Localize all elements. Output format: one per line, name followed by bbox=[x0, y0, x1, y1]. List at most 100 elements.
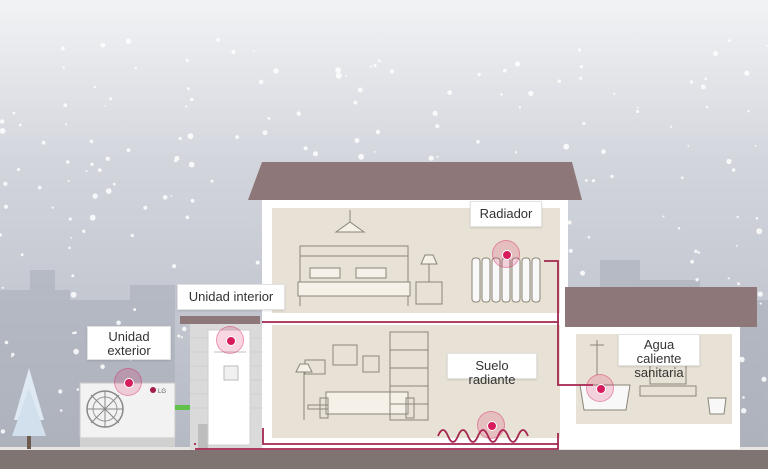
snowflake bbox=[258, 79, 264, 85]
snowflake bbox=[577, 48, 582, 52]
snowflake bbox=[514, 61, 521, 67]
outdoor-unit-label[interactable]: Unidad exterior bbox=[87, 326, 171, 360]
snowflake bbox=[610, 174, 614, 179]
snowflake bbox=[373, 64, 377, 68]
snowflake bbox=[389, 69, 395, 74]
snowflake bbox=[3, 181, 8, 186]
snowflake bbox=[51, 206, 54, 209]
snowflake bbox=[105, 156, 110, 161]
snowflake bbox=[70, 237, 72, 239]
snowflake bbox=[563, 143, 570, 150]
snowflake bbox=[70, 291, 77, 298]
snowflake bbox=[582, 121, 586, 126]
snowflake bbox=[65, 123, 68, 126]
snowflake bbox=[759, 302, 762, 305]
outdoor-unit-hotspot[interactable] bbox=[114, 368, 142, 396]
snowflake bbox=[89, 139, 94, 144]
snowflake bbox=[585, 179, 588, 182]
snowflake bbox=[677, 227, 681, 230]
hot-water-label-line1: Agua caliente bbox=[636, 337, 682, 366]
snowflake bbox=[100, 42, 106, 48]
snowflake bbox=[62, 66, 65, 69]
snowflake bbox=[335, 72, 342, 79]
radiator-unit bbox=[471, 257, 541, 303]
snowflake bbox=[92, 193, 98, 199]
snowflake bbox=[4, 340, 9, 345]
hot-water-label-line2: sanitaria bbox=[634, 365, 684, 380]
snowflake bbox=[345, 75, 347, 77]
outdoor-unit-label-line1: Unidad bbox=[108, 329, 150, 344]
snowflake bbox=[143, 205, 148, 210]
snowflake bbox=[177, 334, 181, 338]
snowflake bbox=[37, 185, 42, 190]
snowflake bbox=[375, 129, 381, 135]
snowflake bbox=[579, 65, 584, 69]
snowflake bbox=[187, 133, 194, 140]
snowflake bbox=[104, 105, 106, 107]
snowflake bbox=[68, 246, 71, 250]
snowflake bbox=[235, 135, 240, 140]
snowflake bbox=[428, 155, 434, 161]
floor-heating-label-text: Suelo radiante bbox=[468, 358, 516, 387]
snowflake bbox=[174, 159, 178, 163]
snowflake bbox=[89, 214, 96, 221]
snowflake bbox=[378, 59, 381, 63]
snowflake bbox=[557, 79, 561, 84]
outdoor-unit-label-line2: exterior bbox=[107, 343, 151, 358]
snowflake bbox=[637, 106, 639, 109]
snowflake bbox=[67, 180, 70, 183]
snowflake bbox=[71, 274, 75, 278]
snowflake bbox=[436, 155, 439, 158]
floor-heating-label[interactable]: Suelo radiante bbox=[447, 353, 537, 387]
snowflake bbox=[262, 130, 268, 136]
radiator-hotspot[interactable] bbox=[492, 240, 520, 268]
snowflake bbox=[447, 90, 452, 96]
snowflake bbox=[133, 308, 137, 312]
radiator-label[interactable]: Radiador bbox=[470, 201, 542, 227]
snowflake bbox=[18, 123, 22, 127]
snowflake bbox=[0, 233, 2, 237]
bedroom-furniture bbox=[297, 210, 443, 306]
snowflake bbox=[303, 146, 308, 151]
snowflake bbox=[432, 110, 438, 116]
snowflake bbox=[761, 376, 767, 382]
snowflake bbox=[728, 39, 732, 43]
outdoor-unit-brand: LG bbox=[158, 389, 166, 395]
snowflake bbox=[0, 429, 6, 434]
snowflake bbox=[85, 170, 88, 173]
snowflake bbox=[66, 160, 70, 164]
indoor-unit-hotspot[interactable] bbox=[216, 326, 244, 354]
snowflake bbox=[754, 145, 757, 147]
floor-heating-hotspot[interactable] bbox=[477, 411, 505, 439]
snowflake bbox=[231, 49, 236, 54]
snowflake bbox=[744, 70, 750, 76]
snowflake bbox=[477, 72, 481, 77]
snowflake bbox=[82, 229, 86, 233]
snowflake bbox=[755, 217, 759, 220]
snowflake bbox=[178, 136, 182, 141]
snowflake bbox=[125, 38, 132, 44]
snowflake bbox=[273, 68, 279, 74]
snowflake bbox=[357, 87, 363, 93]
snowflake bbox=[601, 149, 606, 154]
snowflake bbox=[700, 84, 706, 90]
indoor-unit-label[interactable]: Unidad interior bbox=[177, 284, 285, 310]
snowflake bbox=[130, 233, 134, 238]
snowflake bbox=[476, 140, 480, 144]
ground bbox=[0, 449, 768, 469]
snowflake bbox=[11, 352, 15, 357]
snowflake bbox=[253, 50, 255, 52]
snowflake bbox=[185, 105, 188, 108]
hot-water-hotspot[interactable] bbox=[586, 374, 614, 402]
snowflake bbox=[0, 128, 6, 134]
hot-water-label[interactable]: Agua caliente sanitaria bbox=[618, 334, 700, 380]
snowflake bbox=[739, 356, 745, 363]
snowflake bbox=[186, 87, 190, 91]
snowflake bbox=[697, 251, 701, 254]
snowflake bbox=[747, 110, 750, 113]
snowflake bbox=[705, 105, 709, 109]
snowflake bbox=[90, 162, 94, 166]
snowflake bbox=[112, 182, 116, 186]
snowflake bbox=[358, 153, 364, 160]
